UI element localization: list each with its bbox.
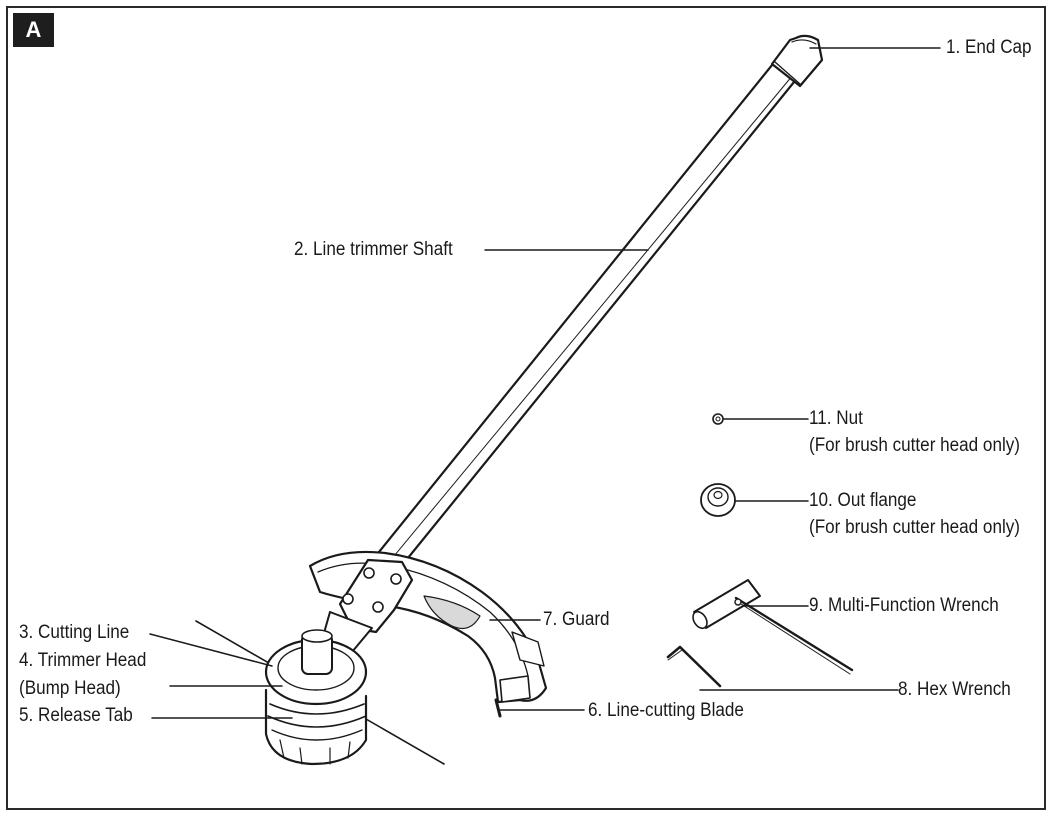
label-out-flange-note: (For brush cutter head only) xyxy=(809,517,1021,538)
label-hex-wrench: 8. Hex Wrench xyxy=(898,679,1011,700)
label-nut: 11. Nut xyxy=(809,408,863,429)
out-flange-drawing xyxy=(700,483,736,517)
figure-badge: A xyxy=(13,13,54,47)
multi-wrench-drawing xyxy=(692,579,854,675)
label-line-cutting-blade: 6. Line-cutting Blade xyxy=(588,700,744,721)
label-trimmer-head: 4. Trimmer Head xyxy=(19,650,147,671)
label-guard: 7. Guard xyxy=(543,609,610,630)
label-end-cap: 1. End Cap xyxy=(946,37,1032,58)
label-out-flange: 10. Out flange xyxy=(809,490,917,511)
label-bump-head: (Bump Head) xyxy=(19,678,121,699)
label-line-trimmer-shaft: 2. Line trimmer Shaft xyxy=(294,239,453,260)
trimmer-head-drawing xyxy=(195,620,445,766)
label-release-tab: 5. Release Tab xyxy=(19,705,133,726)
label-cutting-line: 3. Cutting Line xyxy=(19,622,130,643)
label-multi-function-wrench: 9. Multi-Function Wrench xyxy=(809,595,999,616)
leader-lines xyxy=(149,47,941,719)
label-nut-note: (For brush cutter head only) xyxy=(809,435,1021,456)
shaft-drawing xyxy=(356,42,822,592)
hex-wrench-drawing xyxy=(666,645,722,688)
nut-drawing xyxy=(712,413,724,425)
